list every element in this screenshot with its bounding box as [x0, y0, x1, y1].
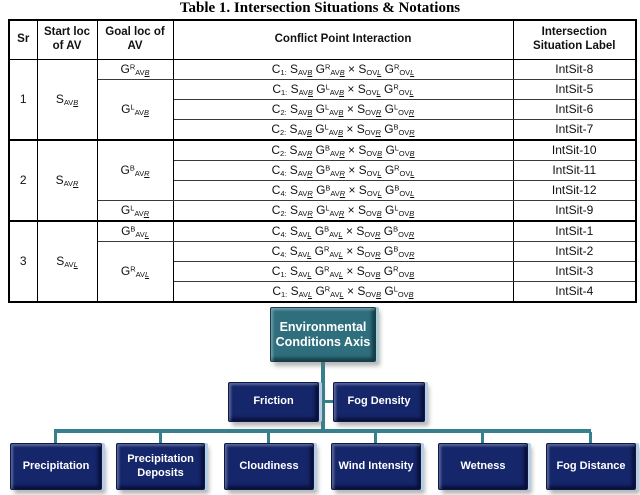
table-row: C1: SAVL GRAVL × SOVB GLOVB IntSit-4 [9, 281, 637, 303]
goal-loc-cell: GLAVB [96, 79, 174, 141]
header-start-loc: Start loc of AV [36, 19, 98, 60]
connector-stub-wetness [481, 432, 484, 444]
connector-root-vertical [321, 362, 325, 430]
conflict-cell: C1: SAVB GRAVB × SOVL GROVL [172, 59, 514, 80]
goal-loc-cell: GRAVB [96, 59, 174, 80]
table-row: GLAVB C1: SAVB GLAVB × SOVL GROVL IntSit… [9, 79, 637, 141]
table-row: C2: SAVB GLAVB × SOVR GLOVR IntSit-6 [9, 99, 637, 120]
situation-label-cell: IntSit-3 [512, 261, 637, 282]
header-conflict: Conflict Point Interaction [172, 19, 514, 60]
node-precipitation-deposits: Precipitation Deposits [116, 443, 205, 490]
conflict-cell: C2: SAVB GLAVB × SOVR GBOVR [172, 119, 514, 141]
goal-loc-cell: GLAVR [96, 200, 174, 222]
intersection-table: Sr Start loc of AV Goal loc of AV Confli… [8, 19, 637, 303]
conflict-cell: C2: SAVR GBAVR × SOVB GLOVB [172, 139, 514, 161]
connector-stub-fog-distance [589, 432, 592, 444]
table-row: 2 SAVR GBAVR C2: SAVR GBAVR × SOVB GLOVB… [8, 139, 637, 222]
situation-label-cell: IntSit-6 [512, 99, 637, 120]
sr-cell: 1 [8, 59, 38, 141]
goal-loc-cell: GBAVR [96, 139, 174, 201]
situation-label-cell: IntSit-5 [512, 79, 637, 100]
start-loc-cell: SAVR [36, 139, 98, 222]
sr-cell: 2 [8, 139, 38, 222]
situation-label-cell: IntSit-7 [512, 119, 637, 141]
table-row: C4: SAVR GBAVR × SOVL GBOVL IntSit-12 [9, 180, 637, 201]
conflict-cell: C1: SAVL GRAVL × SOVB GROVB [172, 261, 514, 282]
start-loc-cell: SAVB [36, 59, 98, 141]
header-row: Sr Start loc of AV Goal loc of AV Confli… [8, 19, 637, 60]
node-friction: Friction [228, 382, 319, 422]
header-goal-loc: Goal loc of AV [96, 19, 174, 60]
conflict-cell: C2: SAVR GLAVR × SOVB GLOVB [172, 200, 514, 222]
node-cloudiness: Cloudiness [224, 443, 314, 490]
start-loc-cell: SAVL [36, 220, 98, 303]
situation-label-cell: IntSit-1 [512, 220, 637, 242]
connector-stub-precipitation [54, 432, 57, 444]
header-sr: Sr [8, 19, 38, 60]
table-row: 3 SAVL GBAVL C4: SAVL GBAVL × SOVR GBOVR… [8, 220, 637, 303]
table-row: GLAVR C2: SAVR GLAVR × SOVB GLOVB IntSit… [9, 200, 637, 222]
table-title: Table 1. Intersection Situations & Notat… [179, 0, 461, 16]
node-wetness: Wetness [438, 443, 528, 490]
conflict-cell: C1: SAVB GLAVB × SOVL GROVL [172, 79, 514, 100]
situation-label-cell: IntSit-2 [512, 241, 637, 262]
sr-cell: 3 [8, 220, 38, 303]
table-row: C1: SAVL GRAVL × SOVB GROVB IntSit-3 [9, 261, 637, 282]
node-fog-density: Fog Density [333, 382, 425, 422]
conflict-cell: C4: SAVR GBAVR × SOVL GBOVL [172, 180, 514, 201]
conflict-cell: C1: SAVL GRAVL × SOVB GLOVB [172, 281, 514, 303]
situation-label-cell: IntSit-8 [512, 59, 637, 80]
situation-label-cell: IntSit-11 [512, 160, 637, 181]
table-row: C2: SAVB GLAVB × SOVR GBOVR IntSit-7 [9, 119, 637, 141]
conflict-cell: C4: SAVL GBAVL × SOVR GBOVR [172, 220, 514, 242]
table-row: 1 SAVB GRAVB C1: SAVB GRAVB × SOVL GROVL… [8, 59, 637, 141]
node-wind-intensity: Wind Intensity [331, 443, 421, 490]
header-label: Intersection Situation Label [512, 19, 637, 60]
node-fog-distance: Fog Distance [546, 443, 636, 490]
conflict-cell: C2: SAVB GLAVB × SOVR GLOVR [172, 99, 514, 120]
situation-label-cell: IntSit-12 [512, 180, 637, 201]
conflict-cell: C4: SAVR GBAVR × SOVL GROVL [172, 160, 514, 181]
node-precipitation: Precipitation [10, 443, 102, 490]
connector-level3-horizontal [54, 429, 591, 433]
connector-stub-wind-intensity [374, 432, 377, 444]
table-row: GRAVL C4: SAVL GRAVL × SOVR GBOVR IntSit… [9, 241, 637, 303]
conflict-cell: C4: SAVL GRAVL × SOVR GBOVR [172, 241, 514, 262]
node-environmental-conditions-axis: Environmental Conditions Axis [270, 307, 376, 362]
situation-label-cell: IntSit-10 [512, 139, 637, 161]
connector-stub-cloudiness [267, 432, 270, 444]
connector-level2-crossbar [314, 400, 338, 403]
situation-label-cell: IntSit-9 [512, 200, 637, 222]
situation-label-cell: IntSit-4 [512, 281, 637, 303]
connector-stub-precipitation-deposits [159, 432, 162, 444]
goal-loc-cell: GRAVL [96, 241, 174, 303]
goal-loc-cell: GBAVL [96, 220, 174, 242]
intersection-table-wrapper: Sr Start loc of AV Goal loc of AV Confli… [8, 19, 637, 303]
